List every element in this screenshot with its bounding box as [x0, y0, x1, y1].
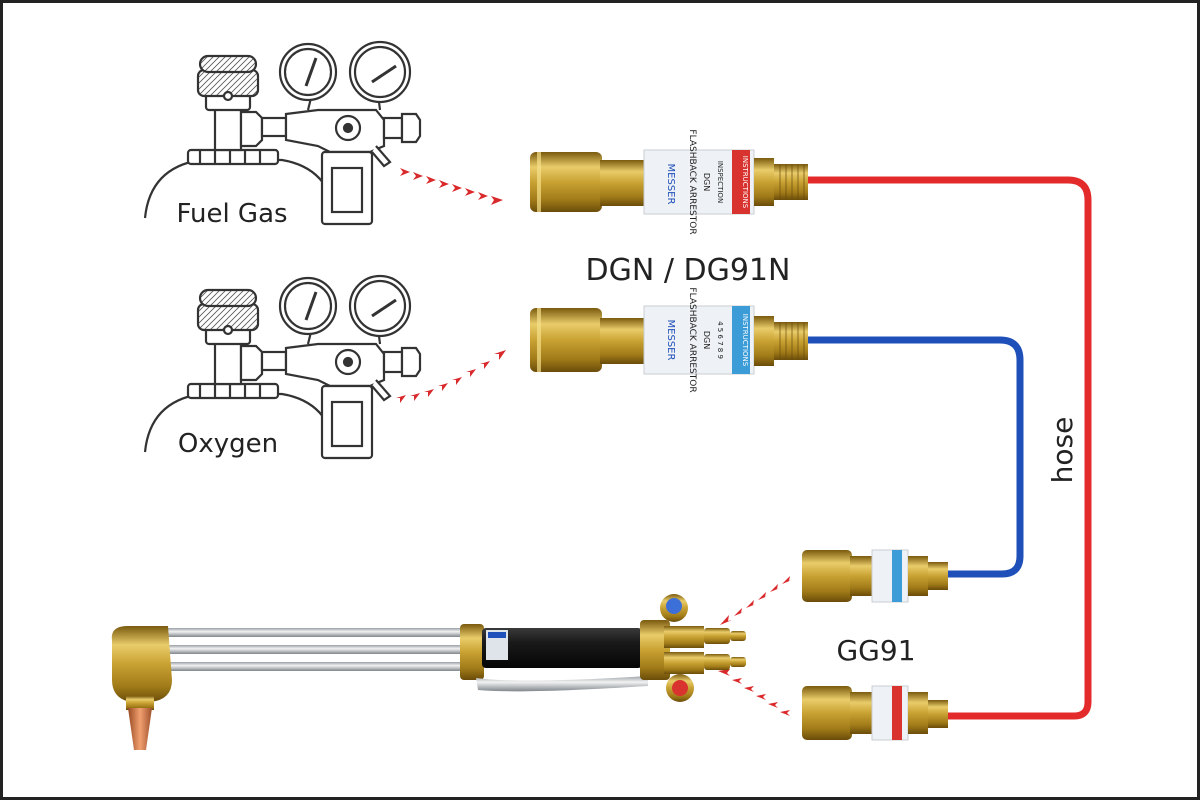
oxygen-gg91-valve	[802, 549, 948, 603]
cutting-torch-icon	[111, 594, 746, 750]
fuel-gas-regulator-icon	[143, 40, 422, 226]
arrestor-model-text: DGN	[702, 173, 711, 191]
arrestor-product-text: FLASHBACK ARRESTOR	[687, 129, 697, 234]
fuel-flashback-arrestor: MESSER FLASHBACK ARRESTOR DGN INSPECTION…	[530, 129, 808, 235]
arrestor-instructions-text: INSTRUCTIONS	[741, 156, 749, 209]
arrestor-brand-text: MESSER	[665, 164, 676, 205]
arrestor-brand-text: MESSER	[665, 320, 676, 361]
flow-arrow-icon	[400, 168, 503, 205]
hose-label: hose	[1046, 417, 1079, 484]
arrestor-instructions-text: INSTRUCTIONS	[741, 314, 749, 367]
oxygen-label: Oxygen	[178, 429, 278, 459]
flow-arrow-icon	[718, 669, 790, 716]
flow-arrow-icon	[720, 576, 792, 625]
arrestor-model-label: DGN / DG91N	[586, 253, 791, 288]
fuel-gas-hose	[801, 176, 1092, 720]
oxygen-flashback-arrestor: MESSER FLASHBACK ARRESTOR DGN 4 5 6 7 8 …	[530, 287, 808, 393]
oxygen-hose	[801, 336, 1024, 578]
flow-arrow-icon	[396, 350, 506, 403]
oxygen-regulator-icon	[143, 274, 422, 460]
fuel-gas-label: Fuel Gas	[176, 199, 287, 229]
arrestor-digits-text: 4 5 6 7 8 9	[716, 321, 724, 359]
arrestor-product-text: FLASHBACK ARRESTOR	[687, 287, 697, 392]
torch-valve-model-label: GG91	[836, 634, 915, 667]
fuel-gg91-valve	[802, 685, 948, 741]
arrestor-inspection-text: INSPECTION	[716, 161, 724, 203]
arrestor-model-text: DGN	[702, 331, 711, 349]
